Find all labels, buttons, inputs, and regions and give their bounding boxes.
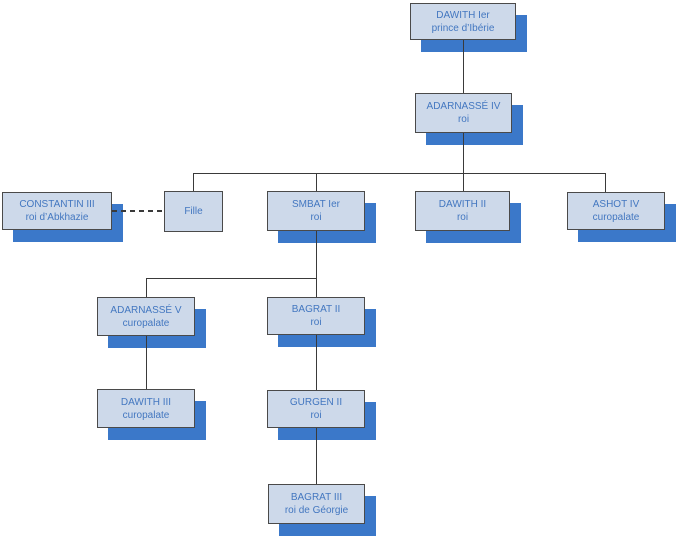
person-title: curopalate — [592, 212, 640, 223]
connector-constantin-iii-fille-marriage — [112, 210, 164, 212]
person-name: ADARNASSÉ V — [110, 304, 182, 316]
person-name: Fille — [184, 206, 203, 217]
connector-gurgen-ii-to-bagrat-iii — [316, 428, 317, 484]
person-name: GURGEN II — [289, 397, 343, 408]
person-title: roi — [456, 212, 469, 223]
connector-rail-to-smbat-ier — [316, 173, 317, 191]
tree-node-smbat-ier[interactable]: SMBAT Ier roi — [267, 191, 365, 231]
person-name: CONSTANTIN III — [19, 199, 95, 210]
person-title: roi — [310, 212, 322, 223]
person-title: roi — [457, 114, 470, 125]
person-name: ASHOT IV — [592, 199, 640, 210]
tree-node-adarnasse-iv[interactable]: ADARNASSÉ IV roi — [415, 93, 512, 133]
tree-node-fille[interactable]: Fille — [164, 191, 223, 232]
person-name: DAWITH Ier — [436, 9, 490, 21]
connector-generation-4-rail — [146, 278, 316, 279]
person-name: BAGRAT III — [290, 492, 343, 503]
person-name: SMBAT Ier — [292, 199, 340, 210]
tree-node-gurgen-ii[interactable]: GURGEN II roi — [267, 390, 365, 428]
person-name: DAWITH III — [120, 396, 172, 408]
connector-bagrat-ii-to-gurgen-ii — [316, 335, 317, 390]
connector-rail-to-ashot-iv — [605, 173, 606, 192]
person-title: roi de Géorgie — [284, 505, 349, 516]
connector-smbat-ier-to-children — [316, 231, 317, 297]
person-title: roi — [310, 317, 322, 328]
person-title: curopalate — [122, 317, 170, 329]
connector-generation-3-rail — [193, 173, 605, 174]
connector-adarnasse-v-to-dawith-iii — [146, 336, 147, 389]
connector-rail-to-adarnasse-v — [146, 278, 147, 297]
tree-node-ashot-iv[interactable]: ASHOT IV curopalate — [567, 192, 665, 230]
person-title: curopalate — [122, 409, 170, 421]
person-name: ADARNASSÉ IV — [426, 101, 501, 112]
connector-adarnasse-iv-to-children — [463, 133, 464, 191]
connector-dawith-ier-to-adarnasse-iv — [463, 40, 464, 93]
person-name: DAWITH II — [438, 199, 487, 210]
person-title: roi d’Abkhazie — [25, 212, 89, 223]
tree-node-constantin-iii[interactable]: CONSTANTIN III roi d’Abkhazie — [2, 192, 112, 230]
tree-node-dawith-ii[interactable]: DAWITH II roi — [415, 191, 510, 231]
person-title: roi — [310, 410, 322, 421]
connector-rail-to-fille — [193, 173, 194, 191]
person-title: prince d’Ibérie — [431, 22, 495, 34]
tree-node-bagrat-ii[interactable]: BAGRAT II roi — [267, 297, 365, 335]
person-name: BAGRAT II — [291, 304, 341, 315]
tree-node-bagrat-iii[interactable]: BAGRAT III roi de Géorgie — [268, 484, 365, 524]
